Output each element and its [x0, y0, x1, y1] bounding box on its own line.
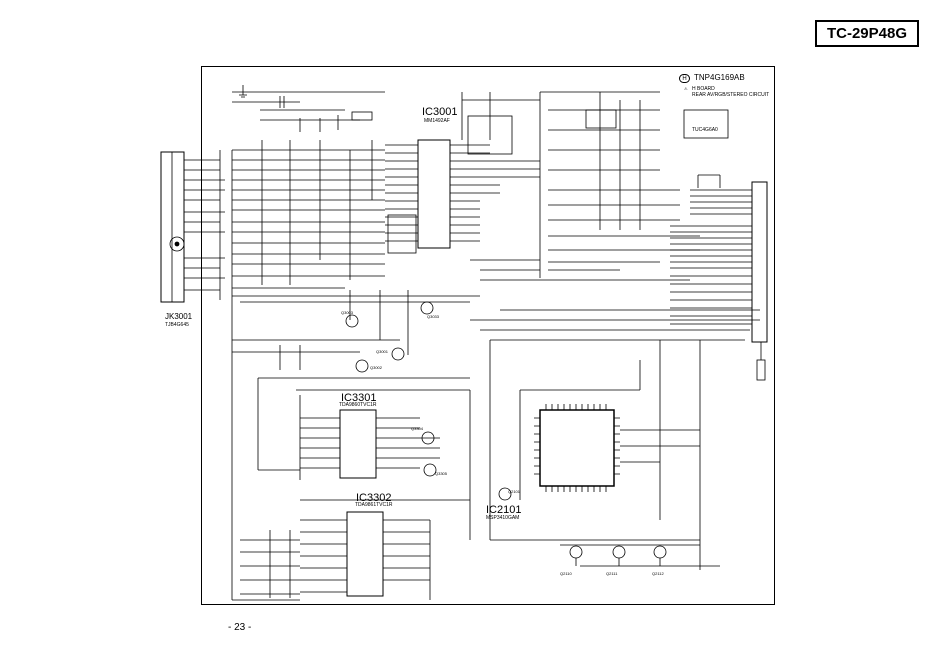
- q2101-label: Q2101: [508, 489, 521, 494]
- jk3001-label: JK3001: [165, 312, 193, 321]
- q3033-label: Q3033: [427, 314, 440, 319]
- model-number: TC-29P48G: [826, 25, 908, 42]
- ic2101-chip: [470, 319, 760, 541]
- output-transistors: [560, 520, 720, 570]
- ic3301-part: TDA9860TVC1R: [339, 402, 377, 408]
- ic3302-chip: [240, 511, 430, 598]
- q2111-label: Q2111: [606, 571, 618, 576]
- q3003-label: Q3003: [341, 310, 354, 315]
- scart-connector: [670, 109, 768, 381]
- tuner-part: TUC4G6A0: [692, 127, 718, 133]
- jk3001-part: TJB4G645: [165, 322, 189, 328]
- ic2101-label: IC2101: [486, 504, 522, 516]
- warning-icon: ⚠: [684, 86, 688, 91]
- ic3001-chip: [385, 92, 540, 254]
- jk3001-connector: [160, 150, 233, 305]
- ic3302-part: TDA9861TVC1R: [355, 502, 393, 508]
- ic3001-label: IC3001: [422, 106, 458, 118]
- board-code: TNP4G169AB: [694, 73, 745, 82]
- ic3001-part: MM1492AF: [424, 118, 450, 124]
- board-badge: H: [679, 74, 690, 83]
- q3002-label: Q3002: [370, 365, 383, 370]
- q3001-label: Q3001: [376, 349, 389, 354]
- q2110-label: Q2110: [560, 571, 572, 576]
- schematic-frame: [201, 66, 775, 605]
- q3304-label: Q3304: [411, 426, 424, 431]
- model-number-box: TC-29P48G: [815, 20, 919, 47]
- video-buffer-transistors: [232, 290, 480, 471]
- right-audio-network: [467, 91, 700, 278]
- q2112-label: Q2112: [652, 571, 664, 576]
- ic3301-chip: [296, 389, 471, 500]
- q3305-label: Q3305: [435, 471, 448, 476]
- input-switch-network: [232, 85, 385, 289]
- bus-lines: [231, 259, 760, 601]
- board-description: REAR AV/RGB/STEREO CIRCUIT: [692, 92, 770, 98]
- board-name: H BOARD: [692, 86, 715, 92]
- ic3302-label: IC3302: [356, 492, 392, 504]
- ic2101-part: MSP3410GAM: [486, 515, 520, 521]
- page-number: - 23 -: [228, 622, 252, 633]
- ic3301-label: IC3301: [341, 392, 377, 404]
